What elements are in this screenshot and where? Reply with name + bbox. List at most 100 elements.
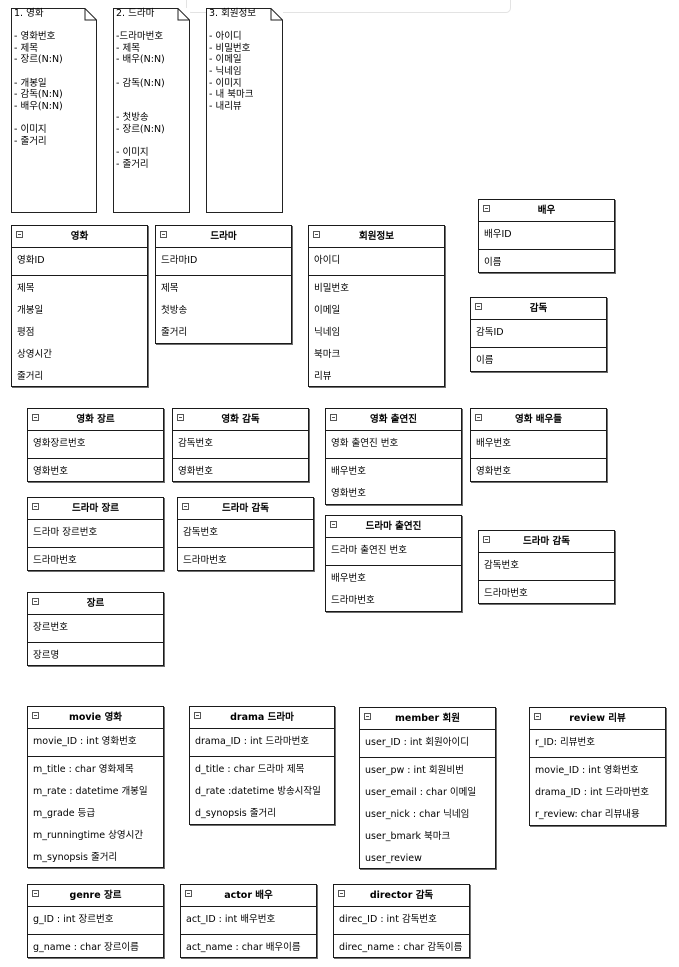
collapse-icon[interactable]	[194, 712, 201, 719]
collapse-icon[interactable]	[534, 713, 541, 720]
drama-note[interactable]: 2. 드라마-드라마번호- 제목- 배우(N:N)- 감독(N:N)- 첫방송-…	[113, 8, 190, 213]
collapse-icon[interactable]	[32, 598, 39, 605]
attribute-field[interactable]: 비밀번호	[314, 283, 349, 294]
attribute-field[interactable]: m_synopsis 줄거리	[33, 852, 118, 863]
key-field[interactable]: g_ID : int 장르번호	[33, 914, 114, 925]
key-field[interactable]: 장르번호	[33, 622, 68, 633]
attribute-field[interactable]: 개봉일	[17, 305, 44, 316]
attribute-field[interactable]: 영화번호	[178, 466, 213, 477]
attribute-field[interactable]: 줄거리	[161, 327, 188, 338]
attribute-field[interactable]: d_title : char 드라마 제목	[195, 764, 305, 775]
attribute-field[interactable]: 영화번호	[476, 466, 511, 477]
attribute-field[interactable]: 드라마번호	[484, 588, 528, 599]
attribute-field[interactable]: 닉네임	[314, 327, 341, 338]
collapse-icon[interactable]	[32, 712, 39, 719]
collapse-icon[interactable]	[182, 503, 189, 510]
key-field[interactable]: 드라마 출연진 번호	[331, 545, 407, 556]
attribute-field[interactable]: m_grade 등급	[33, 808, 96, 819]
attribute-field[interactable]: drama_ID : int 드라마번호	[535, 787, 650, 798]
attribute-field[interactable]: 드라마번호	[33, 555, 77, 566]
key-field[interactable]: 드라마ID	[161, 255, 198, 266]
attribute-field[interactable]: user_pw : int 회원비번	[365, 765, 464, 776]
collapse-icon[interactable]	[160, 231, 167, 238]
key-field[interactable]: direc_ID : int 감독번호	[339, 914, 437, 925]
key-field[interactable]: 영화장르번호	[33, 438, 86, 449]
attribute-field[interactable]: 리뷰	[314, 371, 332, 382]
attribute-field[interactable]: r_review: char 리뷰내용	[535, 809, 640, 820]
attribute-field[interactable]: m_runningtime 상영시간	[33, 830, 144, 841]
collapse-icon[interactable]	[330, 414, 337, 421]
movie-note[interactable]: 1. 영화- 영화번호- 제목- 장르(N:N)- 개봉일- 감독(N:N)- …	[11, 8, 97, 213]
attribute-field[interactable]: g_name : char 장르이름	[33, 942, 139, 953]
attribute-field[interactable]: 장르명	[33, 650, 60, 661]
key-field[interactable]: drama_ID : int 드라마번호	[195, 736, 310, 747]
member-note[interactable]: 3. 회원정보- 아이디- 비밀번호- 이메일- 닉네임- 이미지- 내 북마크…	[206, 8, 283, 213]
key-field[interactable]: 영화ID	[17, 255, 45, 266]
collapse-icon[interactable]	[475, 303, 482, 310]
attribute-field[interactable]: direc_name : char 감독이름	[339, 942, 463, 953]
key-field[interactable]: 배우번호	[476, 438, 511, 449]
key-field[interactable]: 영화 출연진 번호	[331, 438, 399, 449]
collapse-icon[interactable]	[483, 205, 490, 212]
collapse-icon[interactable]	[364, 713, 371, 720]
key-field[interactable]: 배우ID	[484, 229, 512, 240]
key-field[interactable]: r_ID: 리뷰번호	[535, 737, 595, 748]
key-field[interactable]: user_ID : int 회원아이디	[365, 737, 469, 748]
attribute-field[interactable]: 제목	[17, 283, 35, 294]
attribute-field[interactable]: m_title : char 영화제목	[33, 764, 134, 775]
attribute-field[interactable]: 상영시간	[17, 349, 52, 360]
key-field[interactable]: 감독번호	[484, 560, 519, 571]
collapse-icon[interactable]	[16, 231, 23, 238]
attribute-field[interactable]: movie_ID : int 영화번호	[535, 765, 639, 776]
attribute-field[interactable]: 줄거리	[17, 371, 44, 382]
attribute-field[interactable]: 드라마번호	[183, 555, 227, 566]
collapse-icon[interactable]	[32, 414, 39, 421]
attribute-field[interactable]: 영화번호	[331, 488, 366, 499]
collapse-icon[interactable]	[483, 536, 490, 543]
key-field[interactable]: 드라마 장르번호	[33, 527, 98, 538]
attribute-field[interactable]: 첫방송	[161, 305, 188, 316]
collapse-icon[interactable]	[32, 503, 39, 510]
attribute-field[interactable]: 영화번호	[33, 466, 68, 477]
attribute-field[interactable]: user_email : char 이메일	[365, 787, 477, 798]
collapse-icon[interactable]	[177, 414, 184, 421]
attribute-field[interactable]: user_bmark 북마크	[365, 831, 451, 842]
key-field[interactable]: 감독번호	[183, 527, 218, 538]
key-field[interactable]: 감독번호	[178, 438, 213, 449]
attribute-field[interactable]: act_name : char 배우이름	[186, 942, 301, 953]
collapse-icon[interactable]	[475, 414, 482, 421]
attribute-field[interactable]: 배우번호	[331, 573, 366, 584]
attribute-field[interactable]: d_rate :datetime 방송시작일	[195, 786, 321, 797]
attribute-field[interactable]: 이름	[484, 257, 502, 268]
attribute-field[interactable]: user_nick : char 닉네임	[365, 809, 470, 820]
attribute-field[interactable]: 평점	[17, 327, 35, 338]
attribute-field[interactable]: 북마크	[314, 349, 341, 360]
key-field[interactable]: movie_ID : int 영화번호	[33, 736, 137, 747]
attribute-field[interactable]: 배우번호	[331, 466, 366, 477]
key-field[interactable]: 감독ID	[476, 327, 504, 338]
attribute-field[interactable]: 드라마번호	[331, 595, 375, 606]
collapse-icon[interactable]	[330, 521, 337, 528]
attribute-field[interactable]: m_rate : datetime 개봉일	[33, 786, 148, 797]
key-field[interactable]: 아이디	[314, 255, 341, 266]
